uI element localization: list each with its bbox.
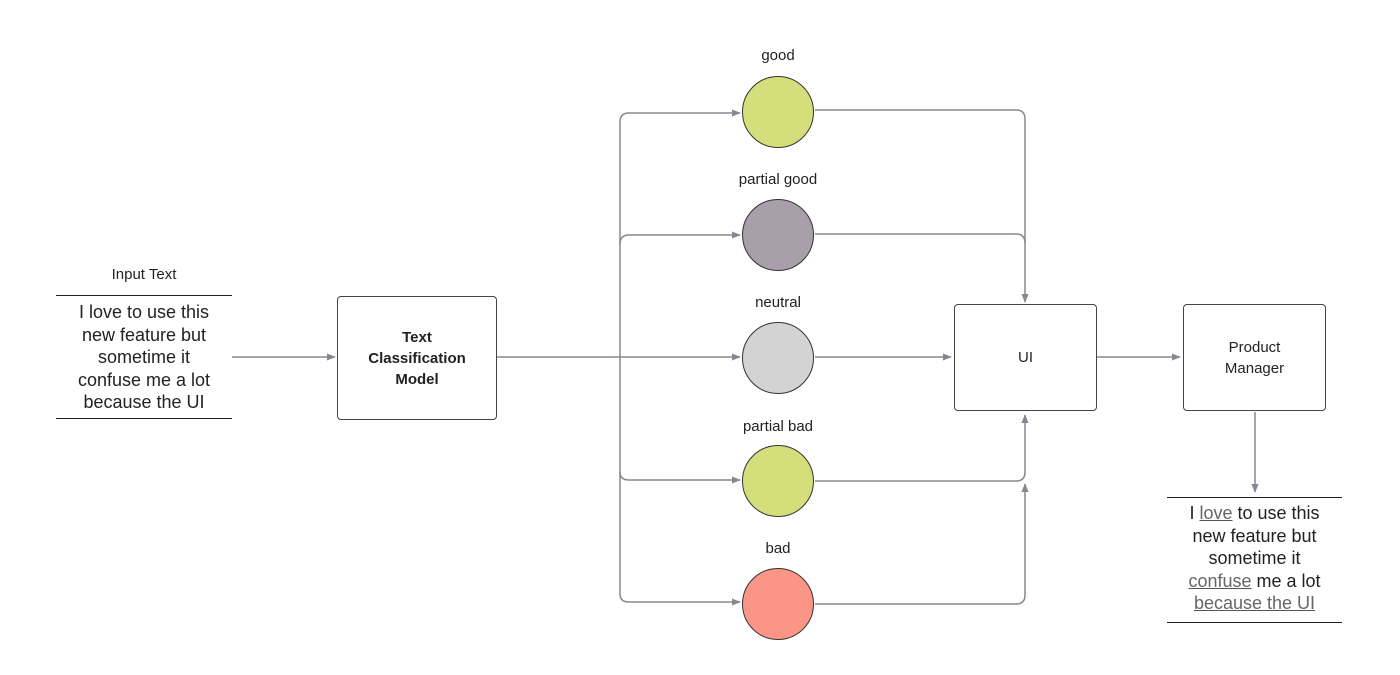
model-label-line: Text [402, 328, 432, 346]
arrow-to-partial-good [619, 231, 741, 245]
category-circle-bad [742, 568, 814, 640]
category-circle-partial-bad [742, 445, 814, 517]
input-text-body: I love to use this new feature but somet… [56, 301, 232, 414]
highlighted-word: love [1199, 503, 1233, 523]
output-text: sometime it [1208, 548, 1301, 568]
model-label: Text Classification Model [368, 327, 466, 390]
category-label-neutral: neutral [755, 294, 801, 311]
highlighted-word: confuse [1188, 570, 1252, 591]
input-line: I love to use this [78, 302, 210, 322]
category-label-bad: bad [765, 540, 791, 557]
output-text-body: I love to use this new feature but somet… [1167, 502, 1342, 615]
output-text: me a lot [1251, 570, 1321, 591]
input-line: sometime it [97, 347, 191, 367]
input-line: confuse me a lot [77, 369, 211, 390]
category-circle-neutral [742, 322, 814, 394]
arrow-good-to-ui [815, 109, 1029, 303]
category-circle-good [742, 76, 814, 148]
output-bottom-rule [1167, 622, 1342, 623]
output-text: to use this [1232, 503, 1320, 523]
category-label-partial-good: partial good [738, 171, 818, 188]
input-line: new feature but [81, 324, 207, 345]
category-label-good: good [761, 47, 795, 64]
output-line: new feature but [1167, 525, 1342, 548]
text-classification-model-box: Text Classification Model [337, 296, 497, 420]
input-top-rule [56, 295, 232, 296]
output-top-rule [1167, 497, 1342, 498]
arrow-partial-bad-to-ui [815, 414, 1029, 482]
branch-trunk [619, 112, 630, 603]
product-manager-label: Product Manager [1225, 337, 1284, 379]
input-line: because the UI [83, 392, 205, 412]
input-bottom-rule [56, 418, 232, 419]
output-line: confuse me a lot [1167, 570, 1342, 593]
model-label-line: Classification [368, 349, 466, 367]
product-manager-box: Product Manager [1183, 304, 1326, 411]
output-text: new feature but [1192, 525, 1317, 546]
output-line: because the UI [1167, 592, 1342, 615]
product-manager-label-line: Product [1228, 338, 1281, 356]
product-manager-label-line: Manager [1224, 359, 1285, 377]
output-text: I [1189, 503, 1200, 523]
category-circle-partial-good [742, 199, 814, 271]
output-line: sometime it [1167, 547, 1342, 570]
ui-box-label: UI [1018, 349, 1033, 366]
category-label-partial-bad: partial bad [742, 418, 814, 435]
arrow-bad-to-ui [815, 483, 1029, 605]
output-line: I love to use this [1167, 502, 1342, 525]
model-label-line: Model [395, 370, 439, 388]
connector-partial-good-to-ui [815, 233, 1026, 244]
highlighted-word: because the UI [1193, 593, 1316, 613]
input-text-caption: Input Text [111, 266, 177, 283]
arrow-to-partial-bad [619, 471, 741, 484]
ui-box: UI [954, 304, 1097, 411]
